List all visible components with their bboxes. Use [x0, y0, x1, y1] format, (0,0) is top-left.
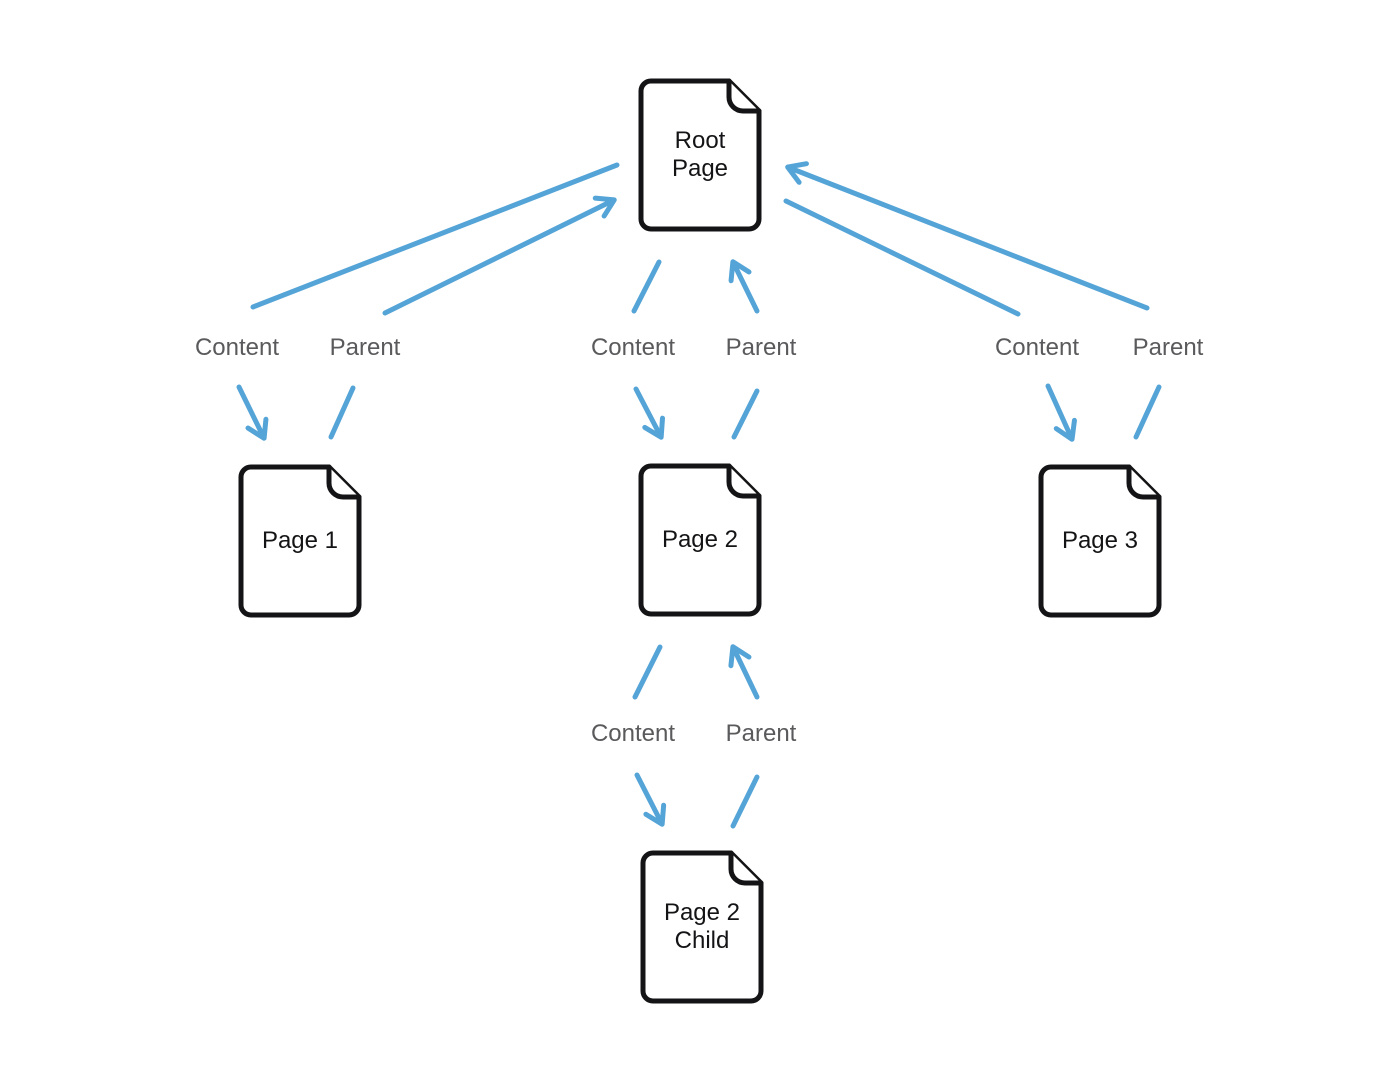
- node-page-1: Page 1: [238, 464, 362, 618]
- node-label-page-2: Page 2: [661, 526, 739, 553]
- edge-content-middle-upper-segment: [631, 259, 662, 314]
- edge-parent-left-upper-segment: [382, 195, 617, 316]
- edge-label-content-left: Content: [194, 334, 280, 361]
- document-icon: [640, 850, 764, 1004]
- edge-label-content-right: Content: [994, 334, 1080, 361]
- edge-content-left-lower-segment: [236, 384, 269, 441]
- edge-label-content-middle: Content: [590, 334, 676, 361]
- node-page-2: Page 2: [638, 463, 762, 617]
- edge-content-bottom-upper-segment: [632, 644, 663, 700]
- edge-content-left-upper-segment: [250, 162, 620, 310]
- document-icon: [638, 463, 762, 617]
- edge-label-parent-bottom: Parent: [725, 720, 797, 747]
- edge-parent-middle-upper-segment: [728, 259, 760, 314]
- document-icon: [238, 464, 362, 618]
- node-label-root-page: Root Page: [671, 127, 729, 182]
- edge-label-parent-middle: Parent: [725, 334, 797, 361]
- node-label-page-1: Page 1: [261, 527, 339, 554]
- edge-label-content-bottom: Content: [590, 720, 676, 747]
- node-page-2-child: Page 2 Child: [640, 850, 764, 1004]
- edge-parent-bottom-upper-segment: [728, 644, 760, 700]
- edge-content-right-upper-segment: [783, 198, 1021, 317]
- edge-content-bottom-lower-segment: [634, 772, 667, 827]
- edge-content-middle-lower-segment: [633, 386, 666, 440]
- edge-parent-middle-lower-segment: [731, 388, 760, 440]
- node-page-3: Page 3: [1038, 464, 1162, 618]
- edge-label-parent-right: Parent: [1132, 334, 1204, 361]
- node-label-page-2-child: Page 2 Child: [663, 899, 741, 954]
- document-icon: [638, 78, 762, 232]
- edge-parent-right-lower-segment: [1133, 384, 1162, 440]
- edge-parent-right-upper-segment: [785, 161, 1150, 311]
- edge-parent-left-lower-segment: [328, 385, 356, 440]
- edge-content-right-lower-segment: [1045, 383, 1077, 442]
- node-label-page-3: Page 3: [1061, 527, 1139, 554]
- document-icon: [1038, 464, 1162, 618]
- node-root-page: Root Page: [638, 78, 762, 232]
- edge-label-parent-left: Parent: [329, 334, 401, 361]
- edge-parent-bottom-lower-segment: [730, 774, 760, 829]
